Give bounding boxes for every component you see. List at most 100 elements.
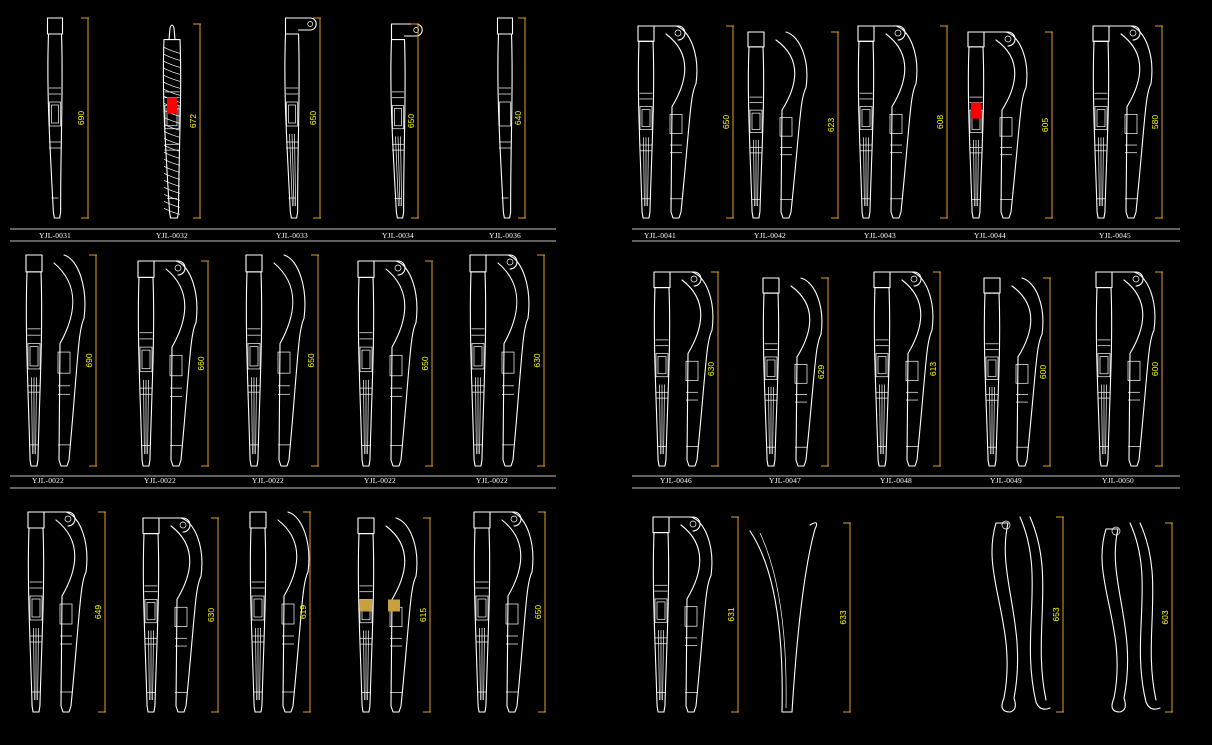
rope-twist	[163, 123, 181, 131]
leg-block	[499, 101, 511, 127]
flat-top	[249, 511, 267, 529]
flat-top	[762, 277, 780, 294]
curved-leg-inner	[759, 532, 787, 709]
carved-panel	[51, 104, 59, 124]
leg-outline	[473, 527, 491, 713]
dimension: 650	[308, 17, 321, 219]
dimension: 650	[721, 25, 734, 219]
leg-item	[357, 517, 418, 713]
flute	[363, 630, 365, 701]
flute	[479, 377, 481, 455]
carved-panel	[877, 356, 887, 375]
rope-twist	[163, 46, 181, 54]
model-code: YJL-0041	[644, 231, 676, 240]
dimension-value: 605	[1040, 118, 1050, 132]
leg-block	[749, 109, 763, 133]
flute	[251, 377, 253, 455]
rope-twist	[163, 179, 181, 187]
dimension-value: 608	[935, 115, 945, 129]
dimension-value: 631	[726, 607, 736, 621]
dimension-value: 600	[1038, 365, 1048, 379]
dimension: 600	[1150, 271, 1163, 467]
leg-outline	[245, 271, 263, 467]
leg-outline	[357, 532, 375, 713]
scroll-top	[638, 25, 686, 41]
flat-top	[245, 254, 263, 273]
leg-block	[277, 351, 291, 374]
flute	[753, 139, 755, 207]
rope-twist	[163, 53, 181, 61]
dimension-value: 630	[706, 362, 716, 376]
flat-top	[25, 254, 43, 273]
flute	[993, 387, 995, 455]
leg-outline	[284, 33, 300, 219]
leg-outline	[142, 532, 160, 713]
dimension: 629	[816, 277, 829, 467]
leg-item	[967, 31, 1028, 219]
dimension-value: 650	[721, 115, 731, 129]
model-code: YJL-0049	[990, 476, 1022, 485]
rope-twist	[163, 67, 181, 75]
leg-block	[57, 351, 71, 374]
flute	[289, 133, 293, 207]
leg-item	[1095, 271, 1156, 467]
flute	[867, 137, 869, 207]
carved-panel	[656, 601, 666, 620]
dimension: 633	[838, 522, 851, 713]
flat-top	[142, 517, 160, 535]
scroll-eye	[413, 27, 420, 33]
scroll-eye	[1004, 35, 1012, 43]
leg-block	[286, 101, 298, 127]
dimension: 615	[418, 517, 431, 713]
flute	[1105, 384, 1107, 455]
flute	[1098, 137, 1100, 207]
dimension-value: 623	[826, 118, 836, 132]
leg-block	[779, 117, 793, 137]
carved-panel	[146, 602, 156, 621]
model-code: YJL-0022	[476, 476, 508, 485]
dimension-value: 600	[1150, 362, 1160, 376]
dimension-value: 690	[84, 353, 94, 367]
leg-item	[27, 511, 88, 713]
back-leg-outline	[681, 271, 714, 467]
dimension: 619	[298, 511, 311, 713]
flat-top	[653, 271, 671, 289]
scroll-eye	[674, 29, 682, 37]
leg-item	[249, 511, 310, 713]
dimension-value: 653	[1051, 607, 1061, 621]
leg-block	[247, 343, 261, 370]
leg-outline	[873, 286, 891, 467]
flute	[772, 387, 774, 455]
leg-block	[654, 598, 668, 623]
scroll-top	[474, 511, 522, 527]
leg-block	[389, 354, 403, 377]
leg-item	[873, 271, 934, 467]
dimension: 631	[726, 516, 739, 713]
flute	[663, 384, 665, 455]
dimension-value: 630	[206, 608, 216, 622]
flat-top	[873, 271, 891, 289]
leg-outline	[1092, 40, 1110, 219]
dimension-value: 615	[418, 608, 428, 622]
rope-twist	[163, 60, 181, 68]
dimension-value: 580	[1150, 115, 1160, 129]
leg-item	[1101, 522, 1161, 713]
model-code: YJL-0031	[39, 231, 71, 240]
carved-panel	[657, 356, 667, 375]
dimension: 605	[1040, 31, 1053, 219]
flute	[255, 627, 257, 701]
back-leg-outline	[775, 31, 808, 219]
carved-panel	[394, 108, 402, 127]
scroll-eye	[1001, 520, 1011, 530]
flute	[879, 384, 881, 455]
flute	[367, 630, 369, 701]
model-code: YJL-0048	[880, 476, 912, 485]
flute	[255, 377, 257, 455]
back-leg-outline	[501, 511, 534, 713]
scroll-top	[653, 516, 701, 532]
dimension-value: 650	[406, 114, 416, 128]
back-leg-outline	[1120, 25, 1153, 219]
scroll-eye	[1129, 29, 1137, 37]
